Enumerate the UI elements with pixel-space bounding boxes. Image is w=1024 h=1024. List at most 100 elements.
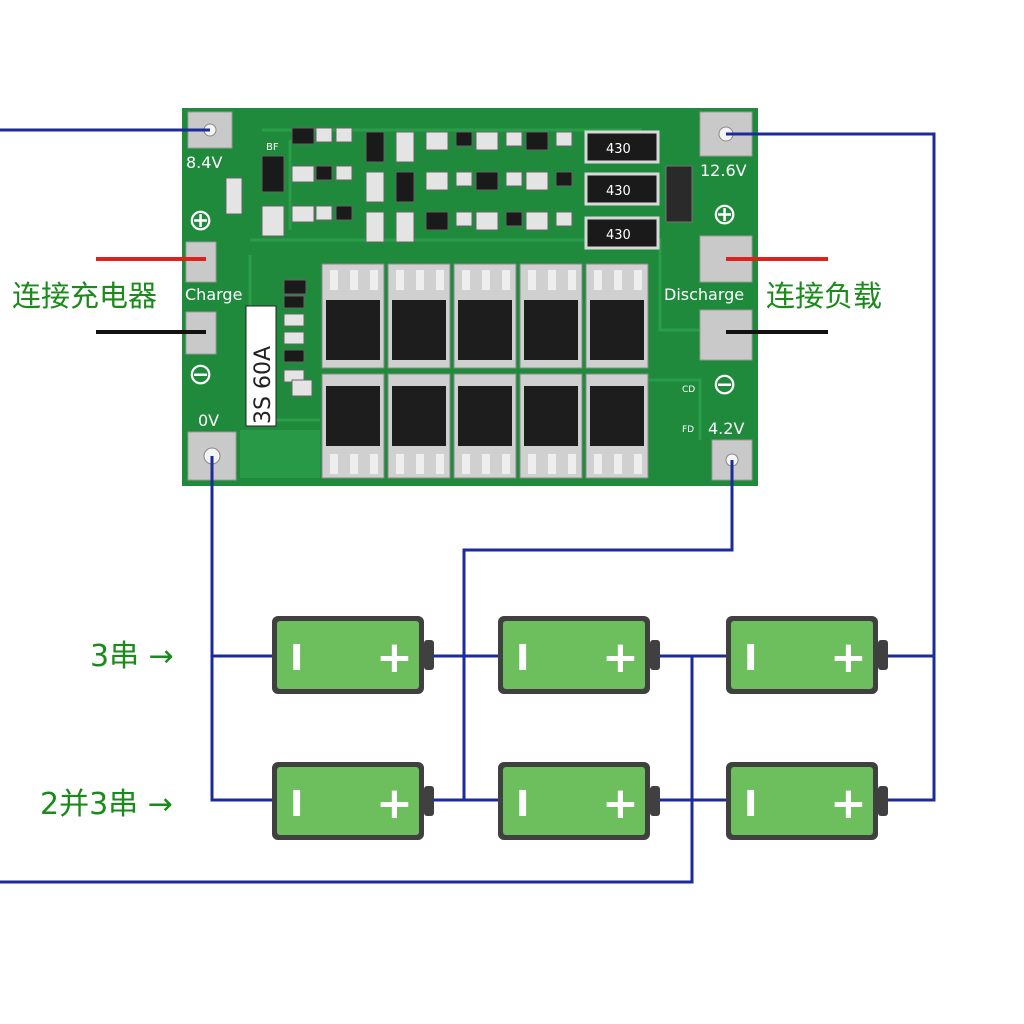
charge-label: Charge <box>185 285 242 304</box>
smd-part <box>315 205 333 221</box>
mosfet-top-2 <box>387 263 451 369</box>
cd-label: CD <box>682 385 695 395</box>
battery-terminal <box>424 786 434 816</box>
battery-body <box>731 767 873 835</box>
mosfet-top-1 <box>321 263 385 369</box>
svg-text:430: 430 <box>606 228 631 243</box>
pad-0v-label: 0V <box>198 411 219 430</box>
smd-part <box>455 211 473 227</box>
parallel-2-series-3-label: 2并3串 → <box>40 787 173 822</box>
pcb-via-grid <box>240 430 320 478</box>
battery-body <box>731 621 873 689</box>
smd-part <box>525 131 549 151</box>
smd-part <box>365 171 385 203</box>
battery-cell-r1-c1: I+ <box>272 616 434 694</box>
battery-plus-symbol: + <box>602 632 639 683</box>
battery-cells: I+I+I+I+I+I+ <box>272 616 888 840</box>
smd-part <box>225 177 243 215</box>
pad-4v2-label: 4.2V <box>708 419 744 438</box>
battery-plus-symbol: + <box>376 778 413 829</box>
smd-part <box>455 131 473 147</box>
pad-12v6-label: 12.6V <box>700 161 747 180</box>
smd-part <box>425 211 449 231</box>
series-3-label: 3串 → <box>90 639 174 674</box>
fd-label: FD <box>682 425 694 435</box>
battery-plus-symbol: + <box>376 632 413 683</box>
battery-minus-symbol: I <box>744 638 757 679</box>
smd-part <box>291 379 313 397</box>
charge-plus-pad <box>185 241 217 283</box>
smd-part <box>395 131 415 163</box>
mosfet-top-4 <box>519 263 583 369</box>
smd-part <box>555 171 573 187</box>
left-plus-symbol: ⊕ <box>188 203 213 238</box>
smd-part <box>555 211 573 227</box>
battery-terminal <box>878 640 888 670</box>
smd-part <box>261 205 285 237</box>
mosfet-bottom-1 <box>321 373 385 479</box>
battery-cell-r1-c2: I+ <box>498 616 660 694</box>
power-resistor-1: 430 <box>584 130 660 164</box>
smd-part <box>505 171 523 187</box>
smd-part <box>505 131 523 147</box>
svg-text:430: 430 <box>606 184 631 199</box>
battery-cell-r1-c3: I+ <box>726 616 888 694</box>
battery-cell-r2-c3: I+ <box>726 762 888 840</box>
power-resistor-2: 430 <box>584 172 660 206</box>
smd-part <box>555 131 573 147</box>
smd-part <box>525 171 549 191</box>
left-minus-symbol: ⊖ <box>188 357 213 392</box>
battery-body <box>503 767 645 835</box>
smd-part <box>283 349 305 363</box>
mosfet-top-5 <box>585 263 649 369</box>
battery-body <box>277 767 419 835</box>
smd-components <box>225 127 573 397</box>
charger-leads <box>96 257 828 334</box>
wire-12v6 <box>726 132 936 802</box>
mosfet-bottom-4 <box>519 373 583 479</box>
wire-4v2 <box>462 460 734 800</box>
battery-minus-symbol: I <box>516 784 529 825</box>
smd-part <box>525 211 549 231</box>
discharge-label: Discharge <box>664 285 744 304</box>
battery-plus-symbol: + <box>602 778 639 829</box>
smd-part <box>505 211 523 227</box>
wire-0v <box>210 456 272 802</box>
battery-minus-symbol: I <box>290 784 303 825</box>
bf-label: BF <box>266 142 279 153</box>
smd-part <box>261 155 285 193</box>
battery-minus-symbol: I <box>744 784 757 825</box>
battery-terminal <box>424 640 434 670</box>
battery-cell-r2-c1: I+ <box>272 762 434 840</box>
smd-part <box>283 331 305 345</box>
smd-part <box>291 165 315 183</box>
model-label: 3S 60A <box>245 305 277 427</box>
smd-part <box>455 171 473 187</box>
mosfet-bottom-5 <box>585 373 649 479</box>
discharge-minus-pad <box>699 309 753 361</box>
battery-plus-symbol: + <box>830 778 867 829</box>
pad-8v4-label: 8.4V <box>186 153 222 172</box>
smd-part <box>475 171 499 191</box>
smd-part <box>335 205 353 221</box>
battery-terminal <box>650 640 660 670</box>
smd-part <box>475 131 499 151</box>
bms-board: 8.4V ⊕ Charge ⊖ 0V 12.6V ⊕ Discharge ⊖ 4 <box>182 108 758 486</box>
svg-text:430: 430 <box>606 142 631 157</box>
battery-cell-r2-c2: I+ <box>498 762 660 840</box>
connect-charger-label: 连接充电器 <box>12 279 157 313</box>
smd-part <box>475 211 499 231</box>
mosfet-array <box>321 263 649 479</box>
smd-part <box>283 313 305 327</box>
right-plus-symbol: ⊕ <box>712 197 737 232</box>
smd-part <box>315 165 333 181</box>
smd-part <box>283 279 307 295</box>
battery-minus-symbol: I <box>290 638 303 679</box>
battery-body <box>503 621 645 689</box>
battery-terminal <box>878 786 888 816</box>
smd-part <box>291 127 315 145</box>
smd-part <box>291 205 315 223</box>
battery-body <box>277 621 419 689</box>
smd-part <box>315 127 333 143</box>
battery-minus-symbol: I <box>516 638 529 679</box>
